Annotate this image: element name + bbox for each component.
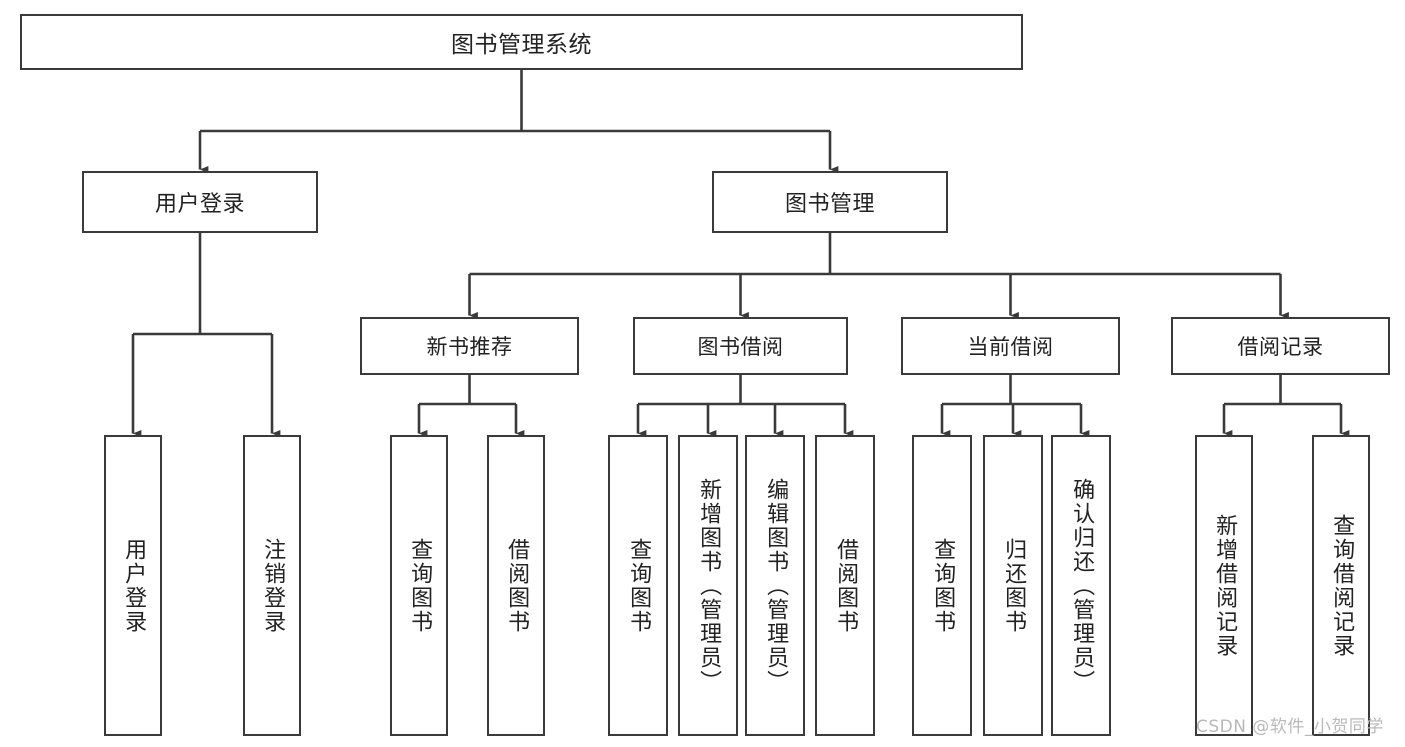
leaf-query-book-3[interactable]: 查询图书 — [912, 435, 972, 736]
leaf-query-book-1[interactable]: 查询图书 — [390, 435, 448, 736]
node-borrow-record[interactable]: 借阅记录 — [1171, 317, 1390, 375]
node-root[interactable]: 图书管理系统 — [20, 14, 1023, 70]
leaf-borrow-book-2-label: 借阅图书 — [833, 537, 859, 634]
node-book-manage[interactable]: 图书管理 — [712, 171, 948, 233]
node-root-label: 图书管理系统 — [451, 32, 592, 58]
leaf-add-record-label: 新增借阅记录 — [1212, 513, 1238, 658]
node-book-borrow-label: 图书借阅 — [697, 335, 784, 359]
leaf-add-book-label: 新增图书（管理员） — [696, 477, 722, 694]
node-book-manage-label: 图书管理 — [784, 192, 875, 217]
leaf-confirm-return-label: 确认归还（管理员） — [1069, 477, 1095, 694]
leaf-query-book-3-label: 查询图书 — [930, 537, 956, 634]
leaf-user-login[interactable]: 用户登录 — [104, 435, 162, 736]
node-current-borrow-label: 当前借阅 — [967, 335, 1054, 359]
node-current-borrow[interactable]: 当前借阅 — [901, 317, 1120, 375]
leaf-logout-label: 注销登录 — [260, 537, 286, 634]
leaf-return-book-label: 归还图书 — [1001, 537, 1027, 634]
watermark: CSDN @软件_小贺同学 — [1196, 717, 1384, 737]
leaf-query-record-label: 查询借阅记录 — [1329, 513, 1355, 658]
leaf-borrow-book-2[interactable]: 借阅图书 — [815, 435, 875, 736]
node-user-login[interactable]: 用户登录 — [82, 171, 318, 233]
node-new-book-recommend[interactable]: 新书推荐 — [360, 317, 579, 375]
leaf-edit-book-label: 编辑图书（管理员） — [763, 477, 789, 694]
leaf-query-book-2-label: 查询图书 — [626, 537, 652, 634]
leaf-user-login-label: 用户登录 — [121, 537, 147, 634]
leaf-borrow-book-1[interactable]: 借阅图书 — [487, 435, 545, 736]
leaf-logout[interactable]: 注销登录 — [243, 435, 301, 736]
node-book-borrow[interactable]: 图书借阅 — [633, 317, 848, 375]
leaf-query-record[interactable]: 查询借阅记录 — [1312, 435, 1370, 736]
leaf-add-book[interactable]: 新增图书（管理员） — [678, 435, 738, 736]
leaf-return-book[interactable]: 归还图书 — [983, 435, 1043, 736]
leaf-confirm-return[interactable]: 确认归还（管理员） — [1051, 435, 1111, 736]
leaf-add-record[interactable]: 新增借阅记录 — [1195, 435, 1253, 736]
node-new-book-recommend-label: 新书推荐 — [426, 335, 513, 359]
leaf-query-book-2[interactable]: 查询图书 — [608, 435, 668, 736]
node-borrow-record-label: 借阅记录 — [1237, 335, 1324, 359]
leaf-borrow-book-1-label: 借阅图书 — [504, 537, 530, 634]
node-user-login-label: 用户登录 — [154, 192, 245, 217]
leaf-edit-book[interactable]: 编辑图书（管理员） — [745, 435, 805, 736]
leaf-query-book-1-label: 查询图书 — [407, 537, 433, 634]
